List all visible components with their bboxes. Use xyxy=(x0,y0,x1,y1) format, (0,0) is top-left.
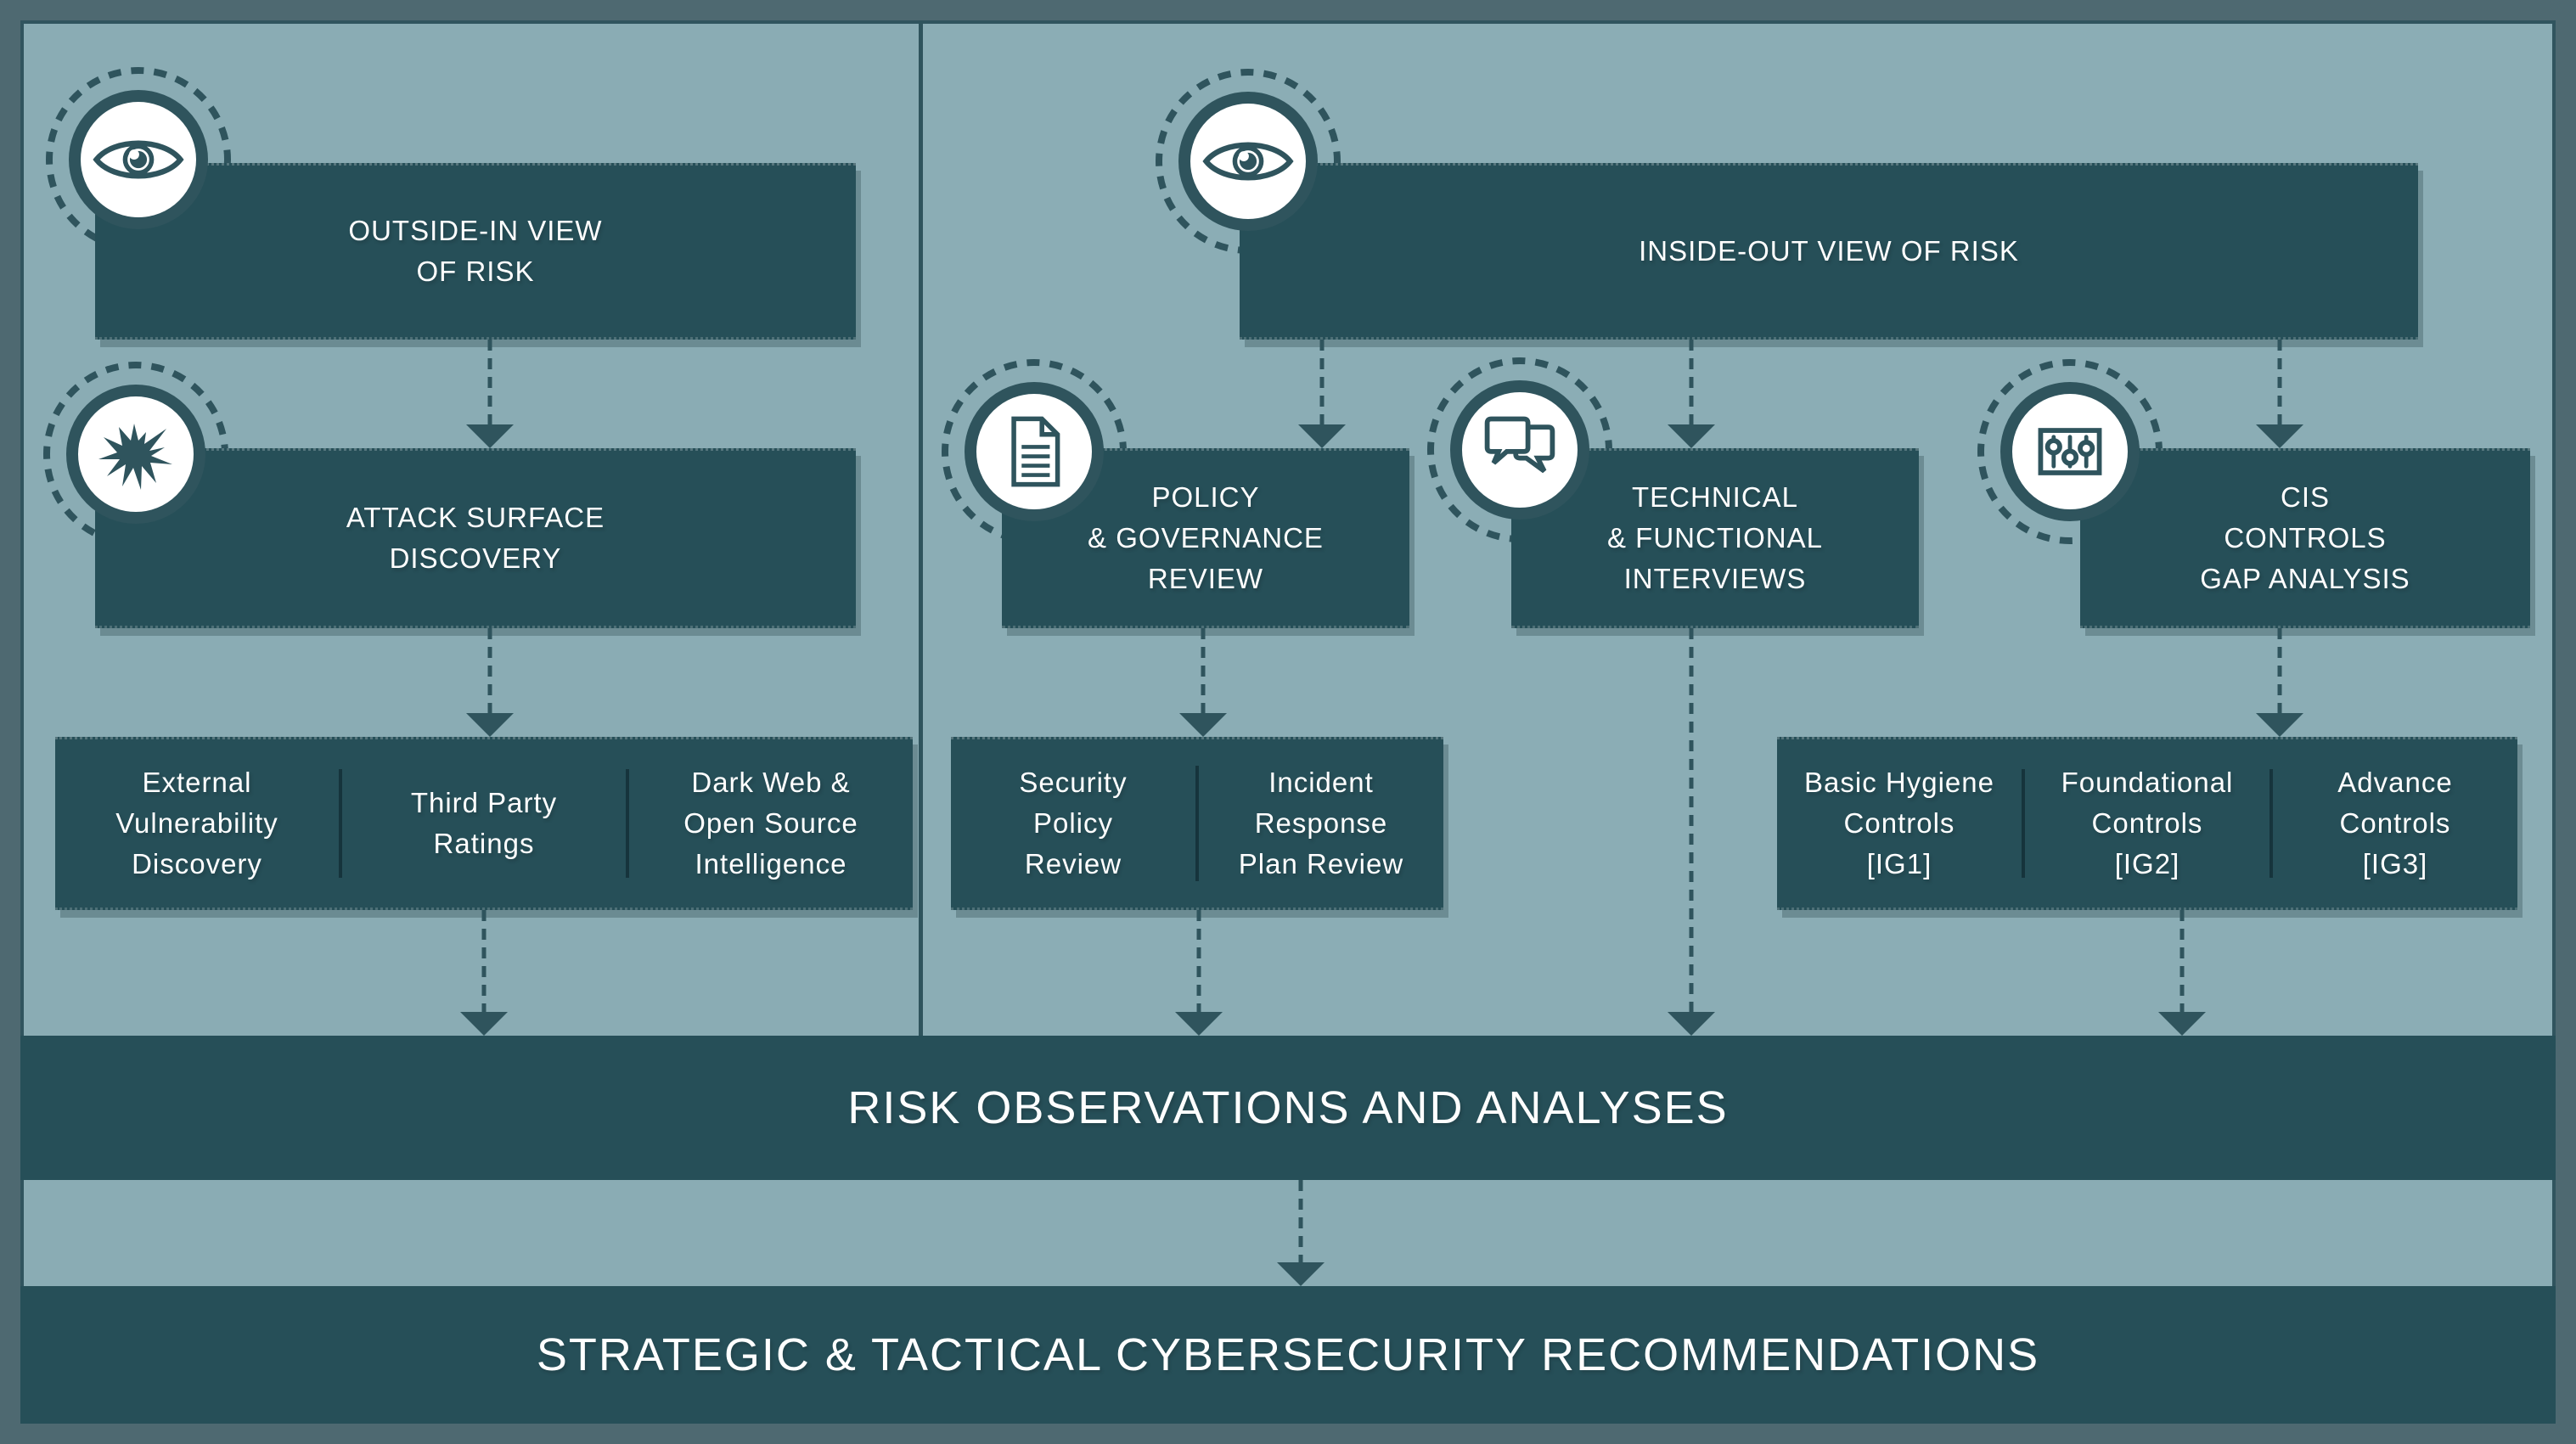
finding-cell: Foundational Controls [IG2] xyxy=(2025,739,2269,907)
chat-bubbles-icon xyxy=(1450,380,1589,520)
arrow-inside-view-to-cis xyxy=(2256,340,2303,448)
outside-in-view-box: OUTSIDE-IN VIEW OF RISK xyxy=(95,163,856,340)
arrow-inside-view-to-interviews xyxy=(1668,340,1715,448)
finding-label: Security Policy Review xyxy=(1019,767,1128,879)
risk-observations-label: RISK OBSERVATIONS AND ANALYSES xyxy=(847,1082,1729,1133)
attack-surface-discovery-label: ATTACK SURFACE DISCOVERY xyxy=(346,502,605,574)
arrow-observations-to-recommendations xyxy=(1277,1180,1325,1286)
finding-label: Dark Web & Open Source Intelligence xyxy=(683,767,858,879)
outside-in-view-label: OUTSIDE-IN VIEW OF RISK xyxy=(348,215,603,287)
finding-cell: Advance Controls [IG3] xyxy=(2273,739,2517,907)
arrow-policy-to-policy-findings xyxy=(1179,628,1227,737)
arrow-inside-view-to-policy xyxy=(1298,340,1346,448)
arrow-outside-view-to-attack-surface xyxy=(466,340,514,448)
cell-divider xyxy=(2022,769,2025,878)
finding-label: Advance Controls [IG3] xyxy=(2337,767,2453,879)
cell-divider xyxy=(2269,769,2273,878)
cis-controls-gap-analysis-label: CIS CONTROLS GAP ANALYSIS xyxy=(2200,481,2410,594)
finding-cell: Security Policy Review xyxy=(951,739,1195,907)
inside-out-view-label: INSIDE-OUT VIEW OF RISK xyxy=(1639,235,2019,267)
eye-icon xyxy=(69,90,208,229)
arrow-cis-findings-to-observations xyxy=(2158,910,2206,1036)
document-icon xyxy=(965,382,1104,521)
cis-controls-gap-analysis-box: CIS CONTROLS GAP ANALYSIS xyxy=(2080,448,2530,628)
finding-label: External Vulnerability Discovery xyxy=(115,767,278,879)
arrow-left-findings-to-observations xyxy=(460,910,508,1036)
policy-governance-review-label: POLICY & GOVERNANCE REVIEW xyxy=(1088,481,1324,594)
sliders-icon xyxy=(2000,382,2140,521)
finding-label: Incident Response Plan Review xyxy=(1238,767,1404,879)
finding-cell: Basic Hygiene Controls [IG1] xyxy=(1777,739,2022,907)
finding-cell: External Vulnerability Discovery xyxy=(55,739,339,907)
panel-divider xyxy=(919,20,923,1036)
finding-label: Basic Hygiene Controls [IG1] xyxy=(1804,767,1994,879)
policy-governance-review-box: POLICY & GOVERNANCE REVIEW xyxy=(1002,448,1409,628)
outside-in-findings-row: External Vulnerability Discovery Third P… xyxy=(55,737,913,910)
finding-cell: Dark Web & Open Source Intelligence xyxy=(629,739,913,907)
risk-observations-band: RISK OBSERVATIONS AND ANALYSES xyxy=(20,1036,2556,1180)
cis-findings-row: Basic Hygiene Controls [IG1] Foundationa… xyxy=(1777,737,2517,910)
inside-out-view-box: INSIDE-OUT VIEW OF RISK xyxy=(1240,163,2418,340)
finding-label: Foundational Controls [IG2] xyxy=(2061,767,2234,879)
finding-cell: Third Party Ratings xyxy=(342,739,626,907)
arrow-cis-to-cis-findings xyxy=(2256,628,2303,737)
cell-divider xyxy=(339,769,342,878)
finding-cell: Incident Response Plan Review xyxy=(1199,739,1443,907)
arrow-attack-surface-to-findings xyxy=(466,628,514,737)
finding-label: Third Party Ratings xyxy=(410,787,558,859)
recommendations-band: STRATEGIC & TACTICAL CYBERSECURITY RECOM… xyxy=(20,1286,2556,1424)
starburst-icon xyxy=(66,385,205,524)
policy-findings-row: Security Policy Review Incident Response… xyxy=(951,737,1443,910)
recommendations-label: STRATEGIC & TACTICAL CYBERSECURITY RECOM… xyxy=(536,1329,2040,1380)
attack-surface-discovery-box: ATTACK SURFACE DISCOVERY xyxy=(95,448,856,628)
arrow-interviews-to-observations xyxy=(1668,628,1715,1036)
eye-icon xyxy=(1178,92,1318,231)
cell-divider xyxy=(1195,766,1199,881)
cell-divider xyxy=(626,769,629,878)
technical-functional-interviews-label: TECHNICAL & FUNCTIONAL INTERVIEWS xyxy=(1606,481,1824,594)
arrow-policy-findings-to-observations xyxy=(1175,910,1223,1036)
